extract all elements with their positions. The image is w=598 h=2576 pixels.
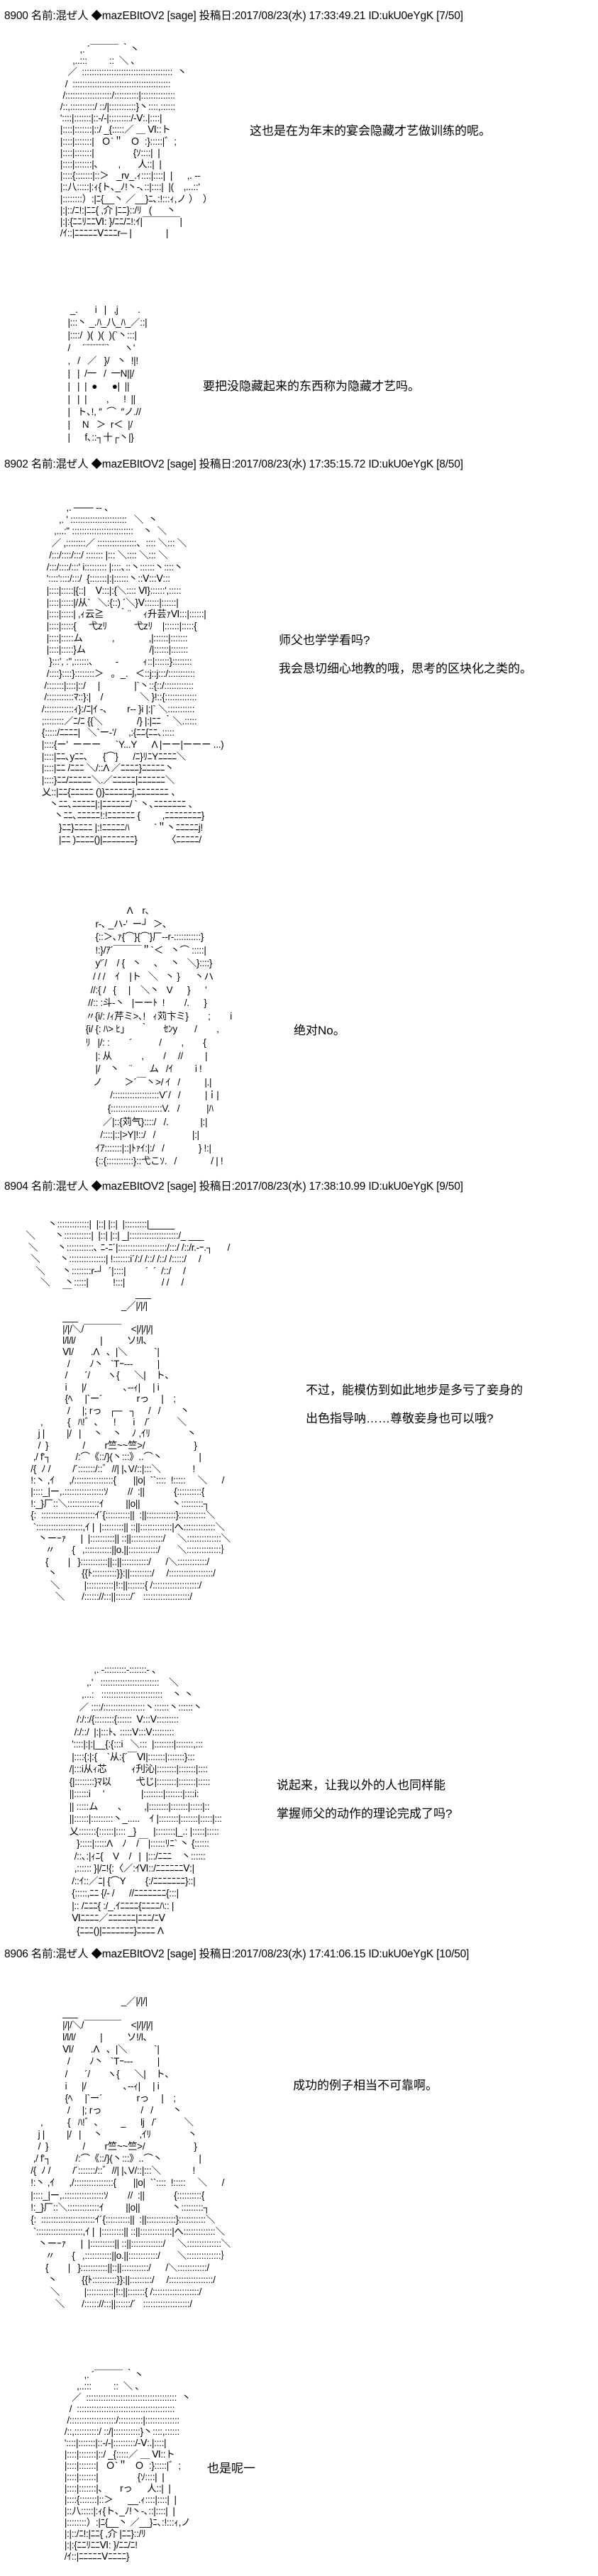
ascii-art-character: ,. ´￣￣￣ ｀丶 ,..::: :: ＼ ､ ／ :::::::::::::…: [60, 44, 213, 239]
post-header: 8906 名前:混ぜ人 ◆mazEBItOV2 [sage] 投稿日:2017/…: [4, 1948, 470, 1960]
ascii-art-character: ,. ´￣￣￣ ｀丶 ,..::: :: ＼ ､ ／ :::::::::::::…: [64, 2370, 192, 2562]
ascii-art-character: 丶:::::::::::::| |::| |::| |:::::::::|___…: [26, 1219, 231, 1602]
post-header: 8904 名前:混ぜ人 ◆mazEBItOV2 [sage] 投稿日:2017/…: [4, 1181, 463, 1193]
dialogue-line: 师父也学学看吗?: [279, 634, 370, 647]
ascii-art-character: _／|/|/| ___ |/|/＼/￣￣￣￣ <|/|/|/| l/l/l/ |…: [31, 1996, 231, 2310]
ascii-art-character: ,. -:::::::::-:::::::- 、 ,.' :::::::::::…: [69, 1664, 222, 1936]
dialogue-line: 不过，能模仿到如此地步是多亏了妾身的: [306, 1383, 523, 1397]
dialogue-line: 要把没隐藏起来的东西称为隐藏才艺吗。: [203, 380, 420, 393]
ascii-art-character: Λ r､ r-､ _ハ-' ー┘ ＞､ {::＞､ｧ{⌒}{⌒}厂--r-:::…: [85, 905, 233, 1167]
ascii-art-character: ,. ─── -- 、 ,. ' :::::::::::::::::::::::…: [41, 502, 224, 845]
post-header: 8902 名前:混ぜ人 ◆mazEBItOV2 [sage] 投稿日:2017/…: [4, 458, 463, 470]
ascii-art-character: _. i | ,j . |:::丶 _.ﾊ_八_ﾊ_／::| |::::/ )(…: [67, 304, 148, 443]
dialogue-line: 我会恳切细心地教的哦，思考的区块化之类的。: [279, 662, 532, 675]
dialogue-line: 掌握师父的动作的理论完成了吗?: [277, 1807, 453, 1820]
dialogue-line: 说起来，让我以外的人也同样能: [277, 1779, 445, 1792]
dialogue-line: 也是呢一: [207, 2462, 255, 2475]
dialogue-line: 出色指导呐……尊敬妾身也可以哦?: [306, 1412, 494, 1425]
post-header: 8900 名前:混ぜ人 ◆mazEBItOV2 [sage] 投稿日:2017/…: [4, 10, 463, 22]
dialogue-line: 绝对No。: [294, 1024, 345, 1037]
dialogue-line: 成功的例子相当不可靠啊。: [293, 2079, 438, 2092]
dialogue-line: 这也是在为年末的宴会隐藏才艺做训练的呢。: [250, 124, 491, 138]
